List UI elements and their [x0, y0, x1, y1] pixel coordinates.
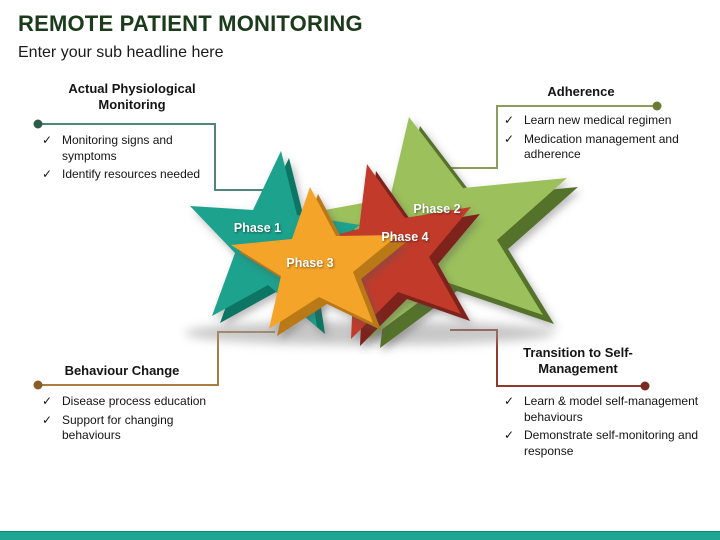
phase-2-label: Phase 2 [413, 202, 461, 216]
bullet-item: ✓ Learn new medical regimen [504, 113, 686, 129]
callout-bullets-top-left: ✓ Monitoring signs and symptoms ✓ Identi… [42, 133, 210, 186]
connector-line-top-left [38, 123, 285, 191]
bullet-text: Demonstrate self-monitoring and response [524, 428, 699, 458]
bullet-item: ✓ Medication management and adherence [504, 132, 686, 163]
connector-dot-icon [33, 380, 43, 390]
connector-top-right [445, 101, 662, 169]
connector-dot-icon [33, 119, 43, 129]
bullet-item: ✓ Learn & model self-management behaviou… [504, 394, 702, 425]
phase-3-star-face [231, 187, 398, 329]
check-icon: ✓ [504, 113, 515, 127]
bullet-item: ✓ Monitoring signs and symptoms [42, 133, 210, 164]
check-icon: ✓ [42, 412, 53, 427]
callout-heading-adherence: Adherence [547, 84, 615, 99]
connector-line-top-right [445, 105, 657, 169]
check-icon: ✓ [504, 428, 515, 443]
bullet-item: ✓ Disease process education [42, 394, 214, 410]
bullet-item: ✓ Identify resources needed [42, 167, 210, 183]
connector-dot-icon [640, 381, 650, 391]
phase-1-star-face [190, 151, 360, 327]
callout-heading-transition-to-self-management: Transition to Self-Management [523, 345, 633, 377]
callout-bullets-bottom-right: ✓ Learn & model self-management behaviou… [504, 394, 702, 462]
phase-4-label: Phase 4 [381, 230, 429, 244]
check-icon: ✓ [504, 131, 515, 146]
check-icon: ✓ [42, 394, 53, 408]
callout-heading-actual-physiological-monitoring: Actual Physiological Monitoring [68, 81, 196, 113]
bullet-text: Disease process education [62, 394, 207, 408]
phase-1-label: Phase 1 [233, 221, 282, 235]
bullet-text: Learn & model self-management behaviours [524, 394, 699, 424]
bullet-item: ✓ Support for changing behaviours [42, 413, 214, 444]
phase-3-label: Phase 3 [286, 256, 334, 270]
check-icon: ✓ [504, 394, 515, 408]
sub-headline: Enter your sub headline here [18, 44, 224, 61]
bullet-text: Medication management and adherence [524, 131, 679, 162]
page-title: REMOTE PATIENT MONITORING [18, 11, 363, 36]
bullet-text: Learn new medical regimen [524, 113, 672, 127]
bullet-item: ✓ Demonstrate self-monitoring and respon… [504, 428, 702, 459]
phase-3-star [231, 187, 406, 336]
connector-top-left [33, 119, 285, 191]
callout-bullets-bottom-left: ✓ Disease process education ✓ Support fo… [42, 394, 214, 447]
bullet-text: Identify resources needed [62, 167, 201, 182]
bullet-text: Support for changing behaviours [62, 412, 174, 443]
check-icon: ✓ [42, 133, 53, 147]
check-icon: ✓ [42, 167, 53, 182]
bullet-text: Monitoring signs and symptoms [62, 133, 173, 163]
footer-accent-bar [0, 531, 720, 540]
callout-bullets-top-right: ✓ Learn new medical regimen ✓ Medication… [504, 113, 686, 166]
connector-dot-icon [652, 101, 662, 111]
callout-heading-behaviour-change: Behaviour Change [64, 363, 180, 378]
